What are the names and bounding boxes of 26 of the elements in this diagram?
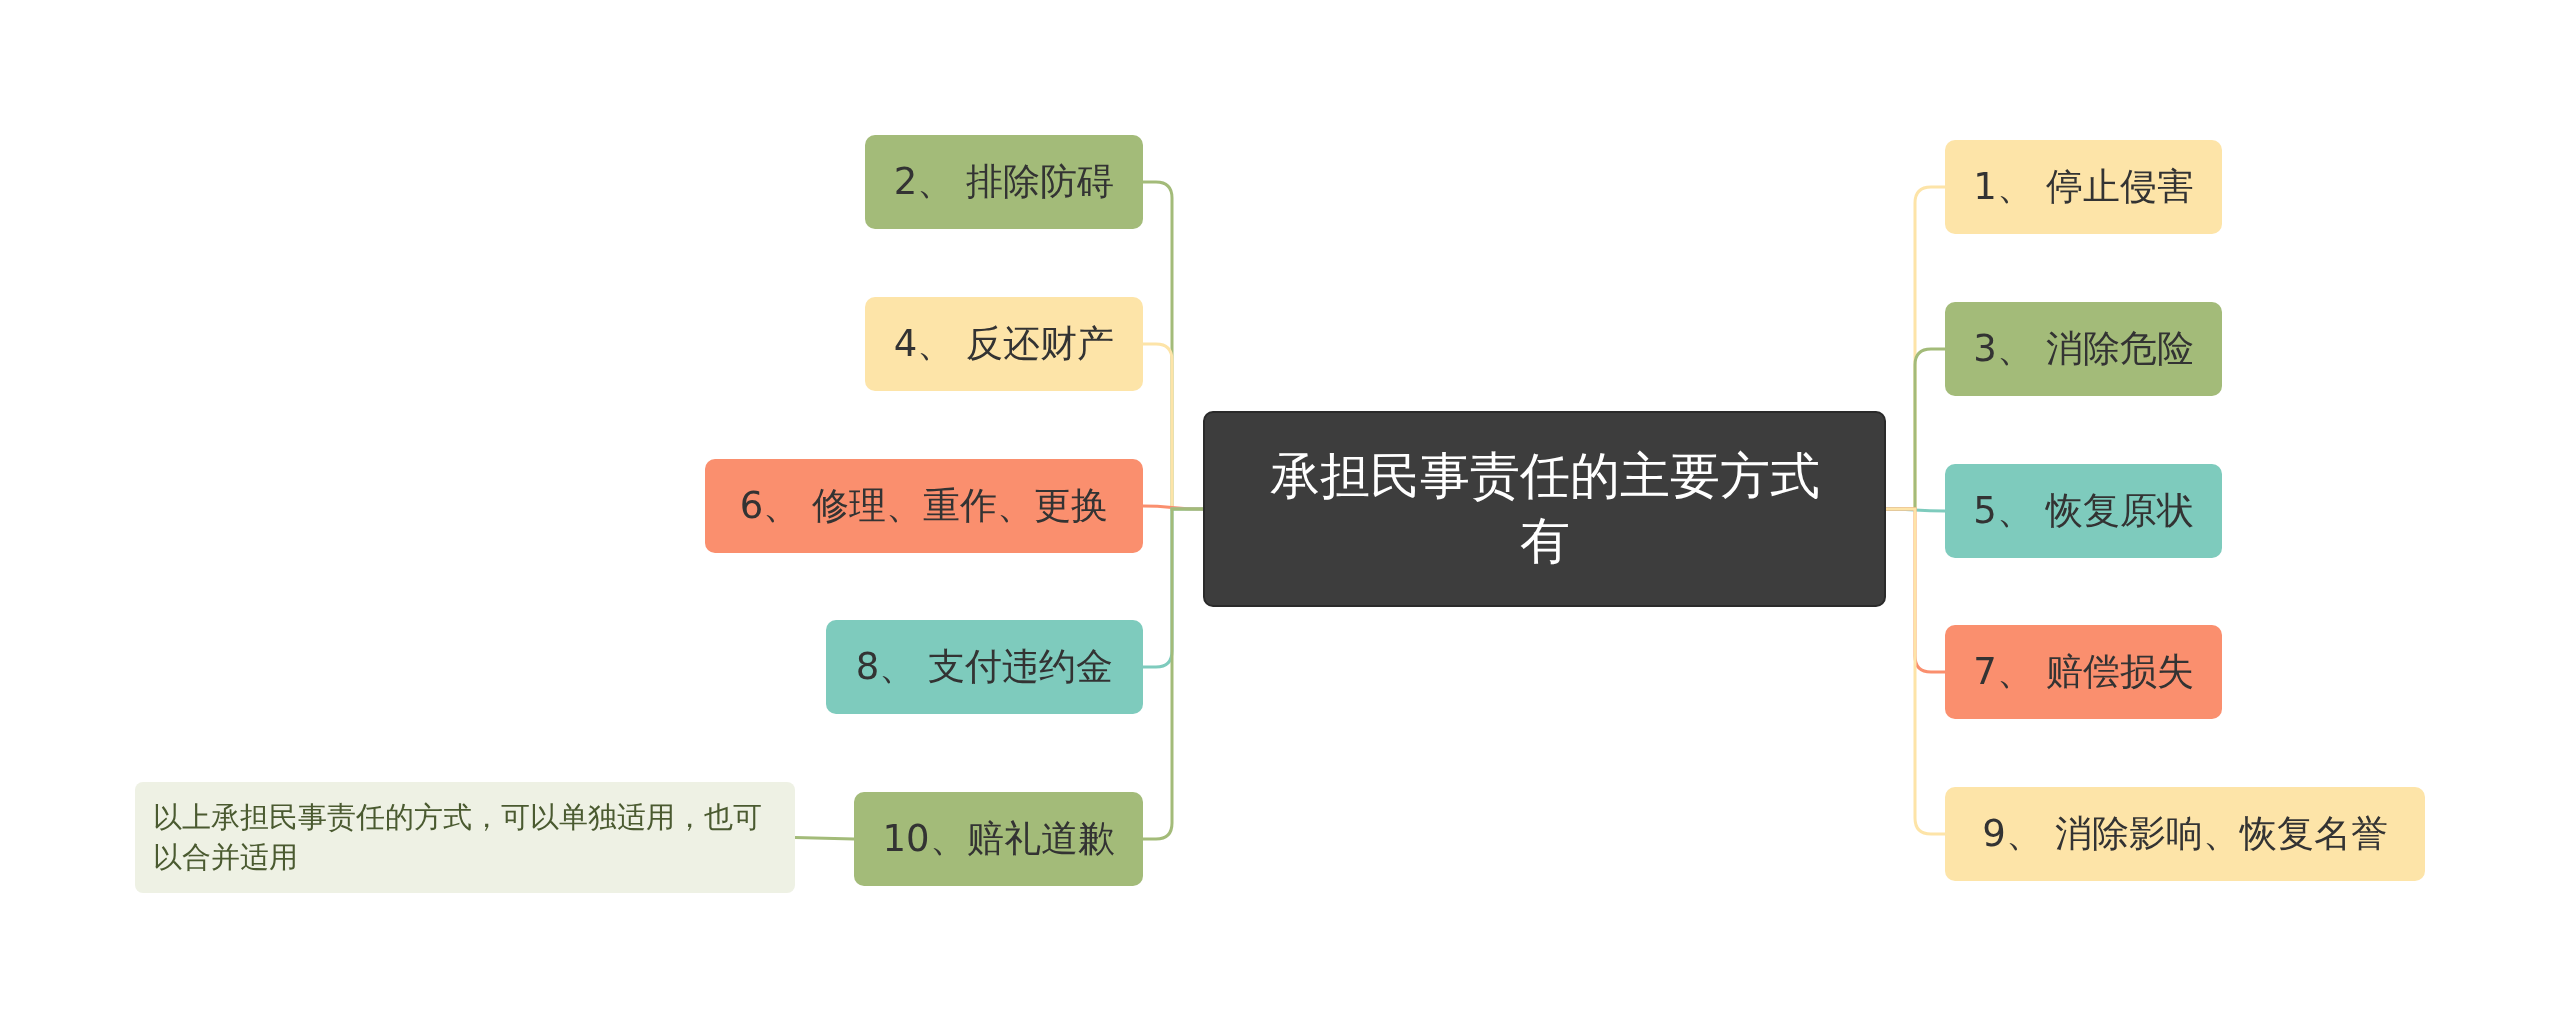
branch-label: 3、 消除危险 <box>1973 326 2194 372</box>
branch-label: 5、 恢复原状 <box>1973 488 2194 534</box>
branch-box <box>1945 464 2222 558</box>
branch-box <box>865 135 1143 229</box>
branch-label: 2、 排除防碍 <box>893 159 1115 205</box>
branch-label: 9、 消除影响、恢复名誉 <box>1982 811 2388 857</box>
branch-label: 6、 修理、重作、更换 <box>739 483 1109 529</box>
branch-box <box>826 620 1143 714</box>
branch-label: 10、赔礼道歉 <box>882 816 1115 862</box>
connector <box>794 836 855 841</box>
note-box <box>135 782 795 893</box>
note-text: 以上承担民事责任的方式，可以单独适用，也可以合并适用 <box>153 799 763 876</box>
branch-label: 1、 停止侵害 <box>1973 164 2194 210</box>
topic-box <box>1203 411 1886 607</box>
branch-box <box>854 792 1143 886</box>
branch-box <box>1945 787 2425 881</box>
branch-box <box>865 297 1143 391</box>
branch-box <box>1945 140 2222 234</box>
branch-box <box>1945 302 2222 396</box>
branch-label: 7、 赔偿损失 <box>1973 649 2194 695</box>
topic-text: 承担民事责任的主要方式有 <box>1268 446 1821 572</box>
branch-box <box>1945 625 2222 719</box>
branch-label: 8、 支付违约金 <box>855 644 1114 690</box>
branch-box <box>705 459 1143 553</box>
connector <box>1143 504 1203 511</box>
branch-label: 4、 反还财产 <box>893 321 1115 367</box>
